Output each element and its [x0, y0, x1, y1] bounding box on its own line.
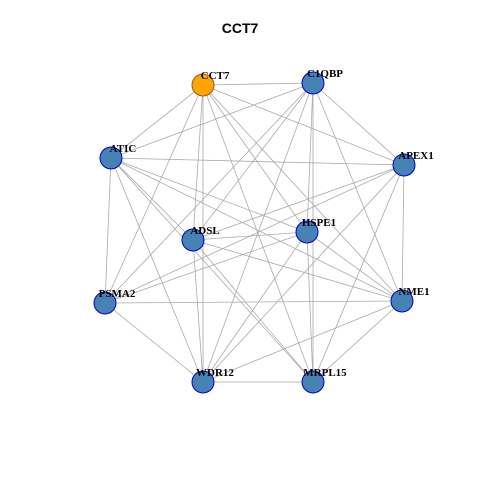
edge-psma2-nme1 [104, 300, 403, 304]
edge-atic-psma2 [104, 157, 112, 304]
edge-apex1-adsl [192, 164, 405, 241]
node-label: WDR12 [196, 367, 234, 379]
node-circle[interactable] [392, 153, 416, 177]
edge-cct7-nme1 [202, 84, 403, 302]
edge-hspe1-psma2 [104, 231, 308, 304]
edges-layer [104, 82, 405, 383]
edge-hspe1-wdr12 [202, 231, 308, 383]
edge-apex1-psma2 [104, 164, 405, 304]
node-circle[interactable] [301, 370, 325, 394]
node-circle[interactable] [390, 289, 414, 313]
edge-c1qbp-hspe1 [306, 82, 314, 233]
node-nme1[interactable]: NME1 [390, 286, 430, 313]
edge-apex1-nme1 [401, 164, 405, 302]
edge-hspe1-adsl [192, 231, 308, 241]
edge-cct7-c1qbp [202, 82, 314, 86]
node-label: PSMA2 [99, 288, 136, 300]
edge-nme1-wdr12 [202, 300, 403, 383]
edge-adsl-nme1 [192, 239, 403, 302]
node-label: NME1 [398, 286, 429, 298]
edge-psma2-wdr12 [104, 302, 204, 383]
node-apex1[interactable]: APEX1 [392, 150, 434, 177]
edge-atic-hspe1 [110, 157, 308, 233]
node-circle[interactable] [301, 71, 325, 95]
edge-cct7-atic [110, 84, 204, 159]
node-atic[interactable]: ATIC [99, 143, 137, 170]
edge-c1qbp-apex1 [312, 82, 405, 166]
node-cct7[interactable]: CCT7 [191, 70, 230, 97]
node-circle[interactable] [93, 291, 117, 315]
node-label: APEX1 [398, 150, 433, 162]
edge-atic-adsl [110, 157, 194, 241]
chart-title: CCT7 [221, 20, 259, 36]
edge-apex1-wdr12 [202, 164, 405, 383]
edge-atic-nme1 [110, 157, 403, 302]
edge-atic-apex1 [110, 157, 405, 166]
node-hspe1[interactable]: HSPE1 [295, 217, 336, 244]
node-psma2[interactable]: PSMA2 [93, 288, 136, 315]
node-circle[interactable] [191, 73, 215, 97]
edge-hspe1-nme1 [306, 231, 403, 302]
edge-c1qbp-atic [110, 82, 314, 159]
edge-c1qbp-nme1 [312, 82, 403, 302]
edge-adsl-wdr12 [192, 239, 204, 383]
node-adsl[interactable]: ADSL [181, 225, 220, 252]
node-label: CCT7 [201, 70, 230, 82]
edge-adsl-mrpl15 [192, 239, 314, 383]
node-circle[interactable] [295, 220, 319, 244]
node-label: MRPL15 [303, 367, 347, 379]
node-circle[interactable] [181, 228, 205, 252]
node-wdr12[interactable]: WDR12 [191, 367, 234, 394]
edge-cct7-psma2 [104, 84, 204, 304]
edge-cct7-apex1 [202, 84, 405, 166]
node-c1qbp[interactable]: C1QBP [301, 68, 343, 95]
edge-c1qbp-psma2 [104, 82, 314, 304]
node-label: ADSL [190, 225, 219, 237]
node-label: C1QBP [307, 68, 343, 80]
edge-atic-mrpl15 [110, 157, 314, 383]
edge-atic-wdr12 [110, 157, 204, 383]
node-mrpl15[interactable]: MRPL15 [301, 367, 347, 394]
node-label: HSPE1 [302, 217, 336, 229]
edge-cct7-adsl [192, 84, 204, 241]
edge-hspe1-mrpl15 [306, 231, 314, 383]
node-label: ATIC [110, 143, 137, 155]
node-circle[interactable] [191, 370, 215, 394]
node-circle[interactable] [99, 146, 123, 170]
edge-nme1-mrpl15 [312, 300, 403, 383]
edge-apex1-mrpl15 [312, 164, 405, 383]
